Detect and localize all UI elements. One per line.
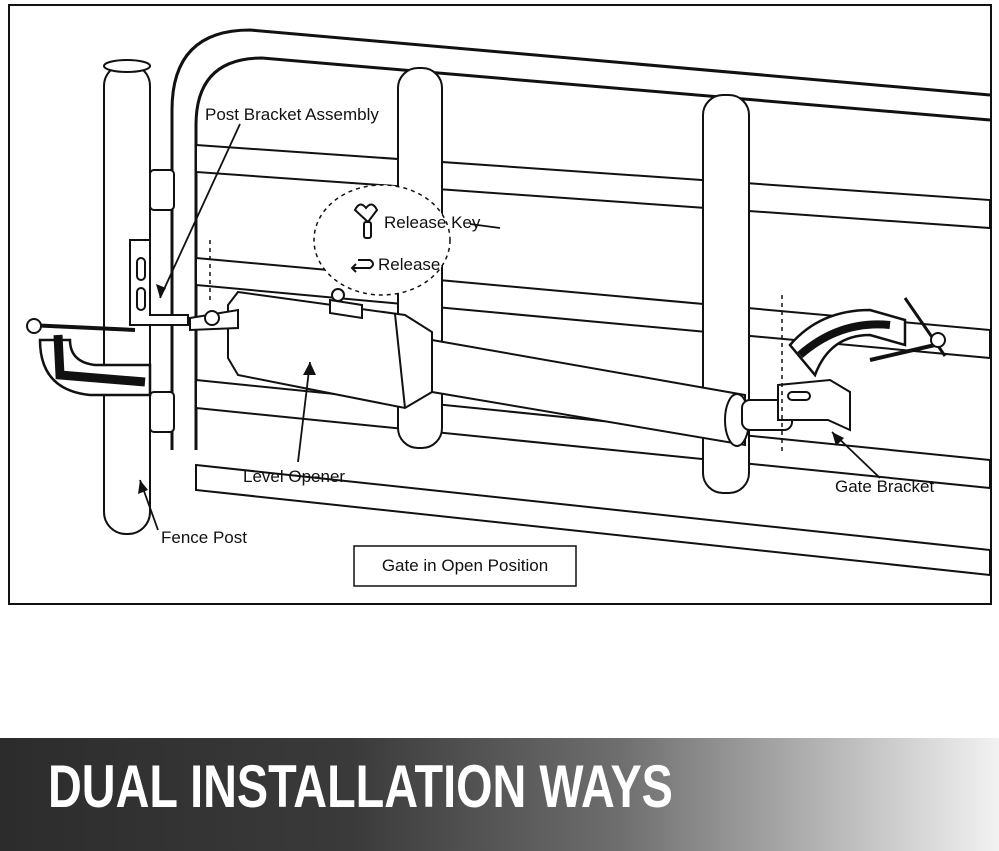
level-opener-label: Level Opener (243, 467, 345, 486)
gate-rail-4 (195, 463, 991, 577)
gate-position-box (353, 545, 577, 587)
release-arrow-icon (350, 259, 374, 273)
release-callout (313, 184, 451, 296)
hinge-top (149, 169, 175, 211)
gate-bracket-label: Gate Bracket (835, 477, 934, 496)
banner-title: DUAL INSTALLATION WAYS (48, 753, 673, 820)
post-bracket-label: Post Bracket Assembly (205, 105, 379, 124)
fence-post-label: Fence Post (161, 528, 247, 547)
level-opener-leader (297, 361, 311, 463)
banner: DUAL INSTALLATION WAYS (0, 738, 999, 851)
installation-diagram: Post Bracket Assembly Release Key Releas… (8, 4, 992, 605)
level-opener-tube (431, 338, 746, 447)
hinge-bottom (149, 391, 175, 433)
release-key-label: Release Key (384, 213, 481, 232)
gate-position-label: Gate in Open Position (382, 556, 548, 575)
release-label: Release (378, 255, 440, 274)
post-bracket-leader (159, 123, 241, 299)
gate-top-rail (170, 28, 991, 450)
release-key-leader (469, 223, 501, 229)
release-key-icon (353, 203, 379, 239)
